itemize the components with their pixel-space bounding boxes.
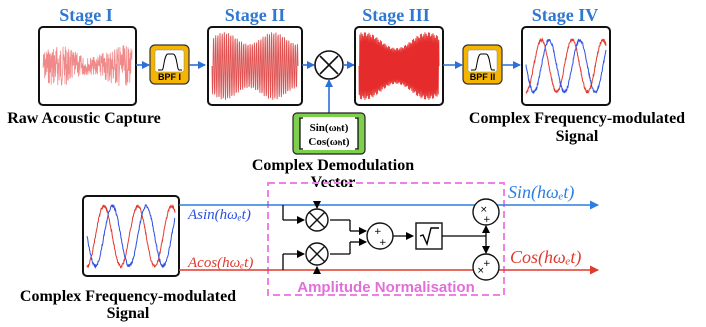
sin-signal-waveform [86,204,176,269]
raw-capture-caption: Raw Acoustic Capture [7,110,160,127]
demod-sin-label: Sin(ωₕt) [310,122,349,134]
amplitude-normalisation-label: Amplitude Normalisation [297,279,475,296]
stage-4-panel [521,26,611,106]
normalisation-wiring [282,201,490,274]
bpf-2-block: BPF II [462,44,503,85]
demodulation-vector-block: Sin(ωₕt) Cos(ωₕt) [292,112,366,155]
multiplier-lower [305,242,329,266]
stage-2-title: Stage II [225,5,286,25]
cos-signal-waveform [86,204,176,269]
acos-label: Acos(hωₑt) [187,255,253,271]
svg-text:×: × [477,266,485,276]
bottom-signal-panel [82,195,180,277]
sqrt-icon [419,227,439,247]
stage-3-panel [354,26,444,106]
svg-text:+: + [374,227,382,237]
complex-fm-caption-top-line2: Signal [556,128,599,145]
sin-signal-waveform [525,38,607,94]
raw-capture-panel [38,26,137,106]
divider-upper: × + [472,198,500,226]
bpf-2-label: BPF II [470,72,496,82]
multiplier-upper [305,208,329,232]
demod-caption-line1: Complex Demodulation [252,157,414,174]
complex-fm-caption-top-line1: Complex Frequency-modulated [469,110,685,127]
complex-fm-caption-bottom-line1: Complex Frequency-modulated [20,288,236,305]
bpf-1-label: BPF I [158,72,181,82]
bandpass-icon [471,53,495,71]
svg-text:+: + [483,259,491,269]
stage-3-title: Stage III [362,5,430,25]
svg-text:+: + [379,238,387,248]
bpf-1-block: BPF I [149,44,190,85]
stage-2-panel [207,26,303,106]
svg-text:+: + [483,215,491,225]
demod-cos-label: Cos(ωₕt) [308,136,350,148]
stage-4-title: Stage IV [532,5,599,25]
stage-1-title: Stage I [59,5,113,25]
cos-output-label: Cos(hωₑt) [510,247,581,268]
sin-output-label: Sin(hωₑt) [508,182,574,203]
demod-caption-line2: Vector [311,174,356,191]
bandpass-icon [158,53,182,71]
demodulated-signal-waveform [358,32,440,101]
divider-lower: + × [472,253,500,281]
svg-text:×: × [480,205,488,215]
amplitude-normalisation-region [267,182,505,296]
cos-signal-waveform [525,37,607,95]
mixer-node [314,50,344,80]
complex-fm-caption-bottom-line2: Signal [107,305,150,322]
asin-label: Asin(hωₑt) [187,207,251,223]
adder-node: + + [366,222,394,250]
raw-signal-waveform [42,45,133,87]
sqrt-block [415,222,443,250]
filtered-signal-waveform [211,32,299,100]
